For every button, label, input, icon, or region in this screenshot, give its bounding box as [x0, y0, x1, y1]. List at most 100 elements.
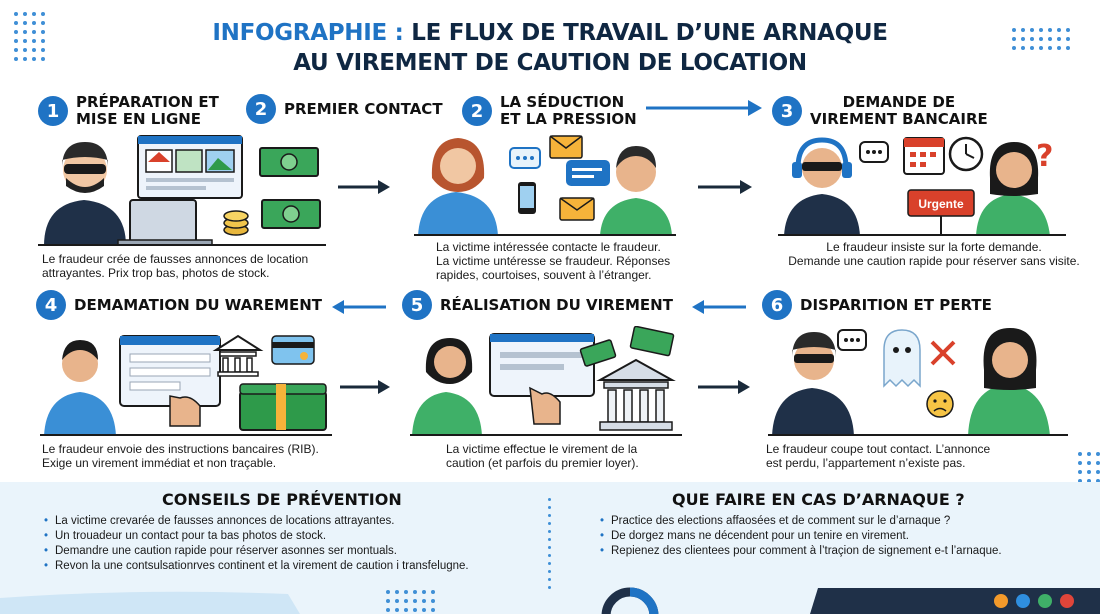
fraudster-man — [600, 146, 672, 236]
step-3-illustration: ? — [778, 132, 1066, 236]
decor-dots-top-left — [14, 12, 45, 61]
credit-card-icon — [271, 335, 315, 365]
broken-link-icon — [930, 340, 956, 366]
step-6-baseline — [768, 434, 1068, 436]
page-title: Infographie : Le flux de travail d’une a… — [0, 18, 1100, 78]
step-1-header: 1 Préparation et mise en ligne — [38, 94, 219, 128]
prevention-list: La victime crevarée de fausses annonces … — [44, 514, 469, 574]
step-6-number: 6 — [762, 290, 792, 320]
step-5-number: 5 — [402, 290, 432, 320]
step-1-illustration — [38, 130, 326, 246]
step-4-title: Demamation du warement — [74, 295, 323, 314]
calendar-icon — [903, 137, 945, 175]
arrow-right-icon — [646, 100, 762, 116]
list-item: Practice des elections affaosées et de c… — [600, 514, 1002, 529]
step-6-header: 6 Disparition et perte — [762, 290, 992, 320]
step-3-header: 3 Demande de virement bancaire — [772, 94, 988, 128]
step-3-number: 3 — [772, 96, 802, 126]
fraudster-pointing — [44, 340, 116, 436]
step-2b-header: 2 La séduction et la pression — [462, 94, 637, 128]
laptop-icon — [117, 199, 213, 246]
victim-woman — [418, 138, 498, 236]
action-list: Practice des elections affaosées et de c… — [600, 514, 1002, 559]
decor-divider-dots — [548, 498, 551, 589]
color-dots — [994, 594, 1074, 608]
clock-icon — [948, 136, 984, 172]
step-2-title: Premier contact — [284, 99, 443, 118]
headset-icon — [784, 137, 860, 236]
chat-bubble-icon — [859, 141, 889, 163]
action-title: Que faire en cas d’arnaque ? — [672, 490, 965, 509]
phone-icon — [518, 182, 536, 214]
chat-bubble-icon — [509, 147, 610, 186]
sad-face-icon — [926, 390, 954, 418]
donut-decor-icon — [601, 587, 659, 614]
step-6-title: Disparition et perte — [800, 295, 992, 314]
dot-orange — [994, 594, 1008, 608]
step-3-caption: Le fraudeur insiste sur la forte demande… — [788, 240, 1080, 268]
bank-icon — [212, 334, 264, 377]
ghost-icon — [883, 329, 921, 388]
arrow-right-icon — [698, 180, 752, 194]
list-item: Revon la une contsulsationrves continent… — [44, 559, 469, 574]
step-5-baseline — [410, 434, 682, 436]
step-6-illustration — [768, 322, 1068, 436]
step-5-header: 5 Réalisation du virement — [402, 290, 673, 320]
step-5-title: Réalisation du virement — [440, 295, 673, 314]
step-2-header: 2 Premier contact — [246, 94, 443, 124]
list-item: La victime crevarée de fausses annonces … — [44, 514, 469, 529]
step-4-header: 4 Demamation du warement — [36, 290, 322, 320]
step-1-baseline — [38, 244, 326, 246]
step-5-caption: La victime effectue le virement de la ca… — [446, 442, 639, 470]
arrow-left-icon — [692, 300, 746, 314]
list-item: De dorgez mans ne décendent pour un teni… — [600, 529, 1002, 544]
list-item: Repienez des clientees pour comment à l’… — [600, 544, 1002, 559]
bank-form-screen — [119, 335, 221, 427]
money-icon — [579, 326, 675, 367]
footer-wave-left — [0, 591, 300, 614]
step-1-caption: Le fraudeur crée de fausses annonces de … — [42, 252, 309, 280]
dot-red — [1060, 594, 1074, 608]
bank-icon — [596, 358, 676, 431]
money-icon — [259, 147, 321, 229]
step-4-number: 4 — [36, 290, 66, 320]
step-4-illustration — [40, 326, 332, 436]
step-3-title: Demande de virement bancaire — [810, 93, 988, 128]
victim-paying — [412, 338, 482, 436]
step-4-baseline — [40, 434, 332, 436]
worried-woman — [976, 142, 1050, 236]
money-icon — [239, 383, 327, 431]
step-2-number: 2 — [246, 94, 276, 124]
list-item: Un trouadeur un contact pour ta bas phot… — [44, 529, 469, 544]
title-lead: Infographie : — [212, 20, 404, 46]
dot-blue — [1016, 594, 1030, 608]
fraudster-icon — [44, 142, 126, 246]
fraudster-icon — [772, 332, 854, 436]
step-2-baseline — [414, 234, 676, 236]
step-6-caption: Le fraudeur coupe tout contact. L’annonc… — [766, 442, 991, 470]
decor-dots-top-right — [1012, 28, 1070, 50]
step-1-title: Préparation et mise en ligne — [76, 93, 219, 128]
step-2-caption: La victime intéressée contacte le fraude… — [436, 240, 671, 282]
title-line2: au virement de caution de location — [293, 50, 807, 76]
arrow-right-icon — [340, 380, 390, 394]
chat-bubble-icon — [837, 329, 867, 351]
step-2b-number: 2 — [462, 96, 492, 126]
svg-text:?: ? — [1036, 139, 1053, 174]
arrow-left-icon — [332, 300, 386, 314]
crying-woman — [968, 328, 1050, 436]
step-1-number: 1 — [38, 96, 68, 126]
email-icon — [549, 135, 595, 221]
decor-dots-bottom — [386, 590, 435, 612]
transfer-screen — [489, 333, 595, 425]
dot-green — [1038, 594, 1052, 608]
house-listing-icon — [137, 135, 243, 199]
coins-icon — [223, 210, 249, 236]
prevention-title: Conseils de prévention — [162, 490, 402, 509]
step-2b-title: La séduction et la pression — [500, 93, 637, 128]
title-line1: Le flux de travail d’une arnaque — [411, 20, 888, 46]
arrow-right-icon — [338, 180, 390, 194]
step-5-illustration — [410, 326, 682, 436]
step-4-caption: Le fraudeur envoie des instructions banc… — [42, 442, 319, 470]
step-3-baseline — [778, 234, 1066, 236]
